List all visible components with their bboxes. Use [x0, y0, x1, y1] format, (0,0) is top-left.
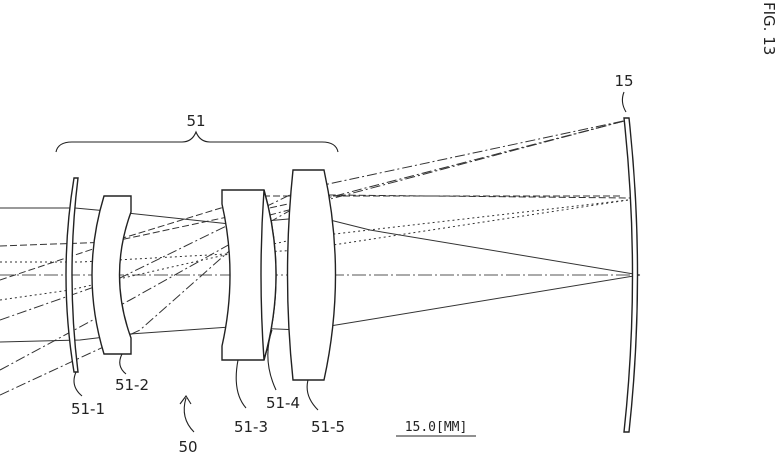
- leader-51-5: [306, 379, 319, 411]
- scale-label: 15.0[MM]: [405, 420, 468, 435]
- image-surface: [623, 117, 639, 433]
- system-label: 50: [178, 438, 197, 456]
- lens-element-51-5: [286, 169, 337, 381]
- figure-label: FIG. 13: [760, 2, 778, 55]
- lens-element-51-4: [260, 189, 277, 361]
- element-label-51-3: 51-3: [234, 418, 268, 436]
- ray-dashdot-2: [0, 119, 629, 371]
- element-label-51-2: 51-2: [115, 376, 149, 394]
- ray-dashdot-3: [0, 119, 629, 396]
- system-arrow: [183, 397, 195, 433]
- group-brace: [55, 130, 339, 153]
- system-arrowhead: [179, 395, 192, 405]
- element-label-51-4: 51-4: [266, 394, 300, 412]
- leader-51-3: [235, 359, 247, 409]
- leader-51-1: [73, 371, 83, 397]
- image-surface-label: 15: [614, 72, 633, 90]
- leader-51-4: [267, 329, 277, 391]
- ray-dotted-2: [0, 199, 629, 263]
- image-surface-leader: [621, 91, 627, 113]
- element-label-51-1: 51-1: [71, 400, 105, 418]
- leader-51-2: [119, 353, 127, 375]
- element-label-51-5: 51-5: [311, 418, 345, 436]
- group-label: 51: [186, 112, 205, 130]
- ray-dashdot-1: [0, 119, 629, 321]
- lens-element-51-1: [65, 177, 79, 373]
- lens-element-51-2: [91, 195, 132, 355]
- ray-dotted-1: [0, 199, 629, 301]
